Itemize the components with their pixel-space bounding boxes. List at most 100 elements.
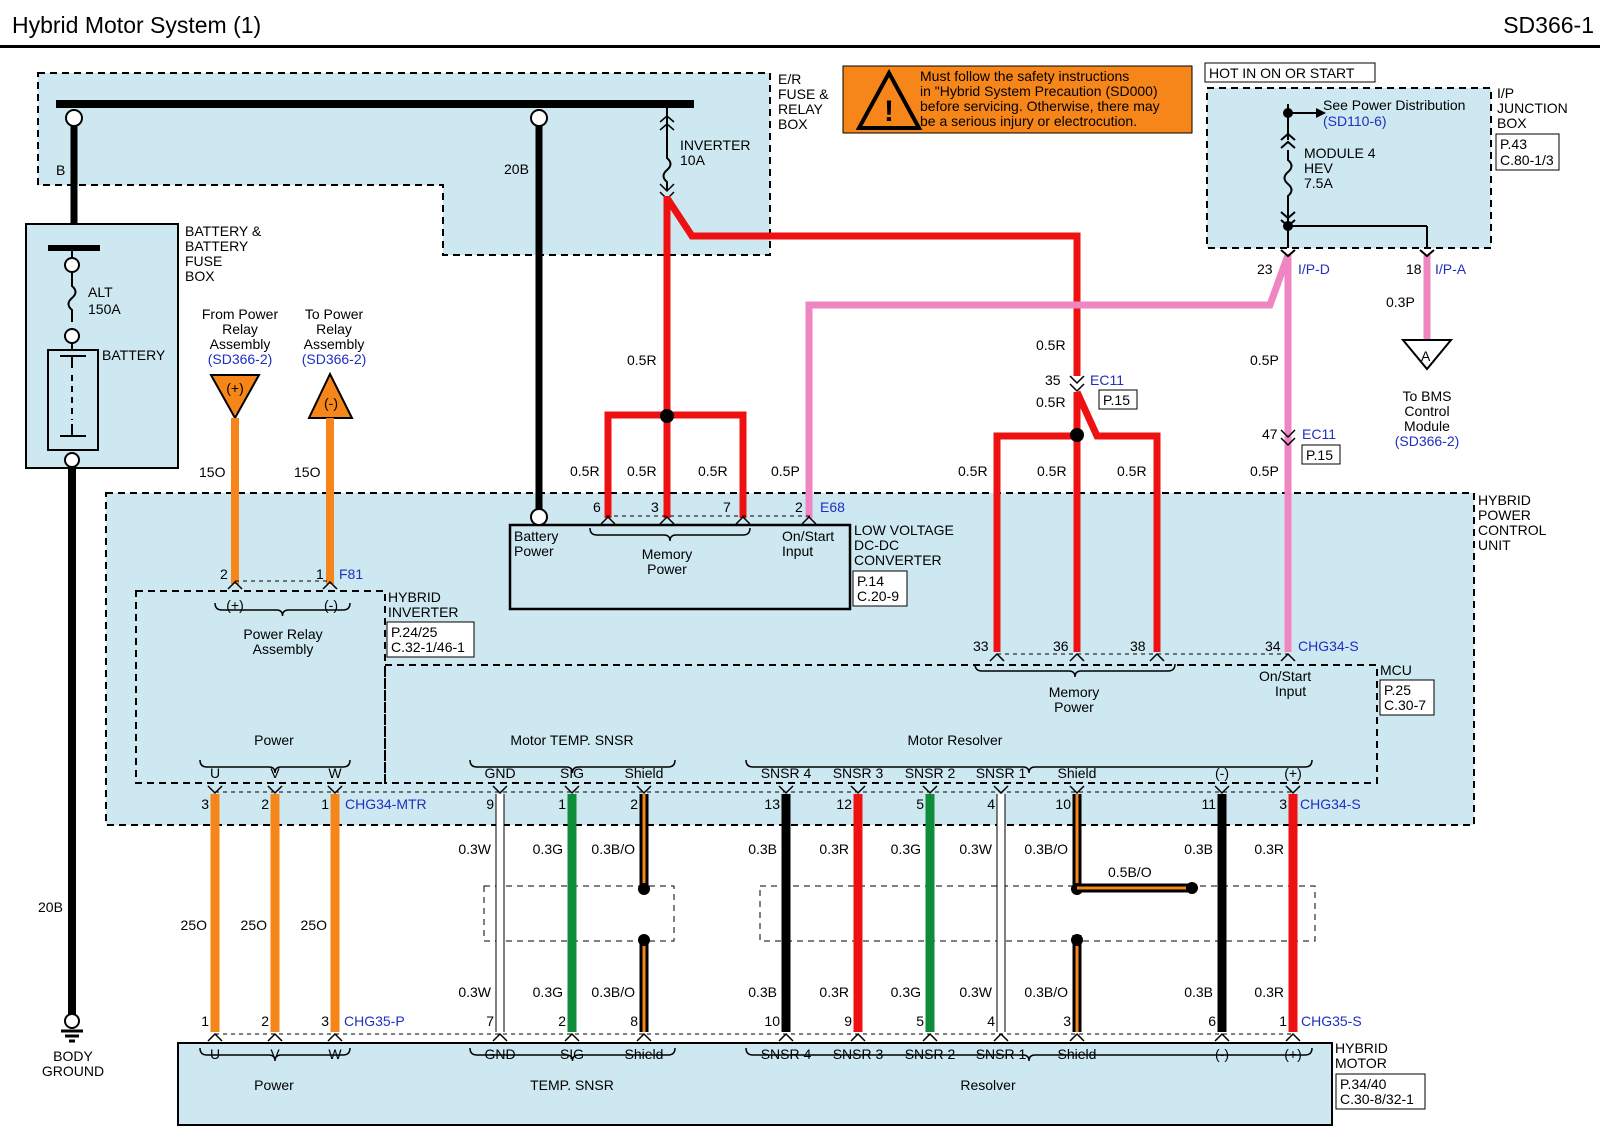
relay-plus: (+) xyxy=(226,380,244,396)
wire-label-lower: 0.3B xyxy=(1184,984,1213,1000)
wire-05r-mcu-c: 0.5R xyxy=(1117,463,1147,479)
alt-fuse xyxy=(67,272,77,322)
pin-lower: 5 xyxy=(916,1013,924,1029)
shield-box-right xyxy=(759,885,1316,942)
battery-fuse-box xyxy=(25,223,179,469)
bms-ref[interactable]: (SD366-2) xyxy=(1395,433,1460,449)
warning-l2: in "Hybrid System Precaution (SD000) xyxy=(920,83,1158,99)
wire-05r-main: 0.5R xyxy=(627,352,657,368)
wire-05r-ec11-mid: 0.5R xyxy=(1036,394,1066,410)
wire-label-lower: 0.3G xyxy=(891,984,921,1000)
inverter-power: Power xyxy=(254,732,294,748)
ldc-label-1: LOW VOLTAGE xyxy=(854,522,954,538)
pin-upper: 4 xyxy=(987,796,995,812)
ldc-pin-6: 6 xyxy=(593,499,601,515)
wire-orange-relay xyxy=(231,418,334,584)
title-bar: Hybrid Motor System (1) SD366-1 xyxy=(0,0,1600,48)
ldc-label-3: CONVERTER xyxy=(854,552,942,568)
mcu-pin-33: 33 xyxy=(973,638,989,654)
ground-icon xyxy=(61,1013,83,1043)
mcu-page: P.25 xyxy=(1384,682,1411,698)
wire-pink-on-start xyxy=(805,253,1431,652)
wire-label-lower: 0.3B/O xyxy=(1024,984,1068,1000)
pin-name-mcu: (-) xyxy=(1215,765,1229,781)
pin-lower: 4 xyxy=(987,1013,995,1029)
ldc-pin-2: 2 xyxy=(795,499,803,515)
battery-label: BATTERY xyxy=(102,347,166,363)
wire-label-upper: 0.3B xyxy=(1184,841,1213,857)
pin-upper: 9 xyxy=(486,796,494,812)
pin-name-motor: U xyxy=(210,1046,220,1062)
to-relay-ref[interactable]: (SD366-2) xyxy=(302,351,367,367)
ldc-page: P.14 xyxy=(857,573,884,589)
ip-label-1: I/P xyxy=(1497,85,1514,101)
relay-minus: (-) xyxy=(324,395,338,411)
mcu-conn: C.30-7 xyxy=(1384,697,1426,713)
safety-warning: ! Must follow the safety instructions in… xyxy=(842,65,1193,134)
ec11-label-2: EC11 xyxy=(1302,426,1336,442)
f81-label: F81 xyxy=(339,566,363,582)
low-voltage-dcdc-box xyxy=(508,523,852,611)
from-relay-2: Relay xyxy=(222,321,258,337)
pin-23: 23 xyxy=(1257,261,1273,277)
pin-name-mcu: V xyxy=(270,765,280,781)
pin-name-mcu: SNSR 3 xyxy=(833,765,884,781)
pin-upper: 5 xyxy=(916,796,924,812)
power-relay-1: Power Relay xyxy=(243,626,322,642)
battery-box-label-2: BATTERY xyxy=(185,238,249,254)
pin-name-motor: (+) xyxy=(1284,1046,1302,1062)
bms-tri-label: A xyxy=(1421,348,1431,364)
ground-label-1: BODY xyxy=(53,1048,93,1064)
to-relay-3: Assembly xyxy=(304,336,365,352)
ec11-pin-35: 35 xyxy=(1045,372,1061,388)
bms-label-1: To BMS xyxy=(1402,388,1451,404)
ldc-pin-3: 3 xyxy=(651,499,659,515)
inverter-fuse-label: INVERTER xyxy=(680,137,751,153)
pin-lower: 1 xyxy=(201,1013,209,1029)
ldc-battery-2: Power xyxy=(514,543,554,559)
diagram-code: SD366-1 xyxy=(1503,12,1594,38)
see-power-ref[interactable]: (SD110-6) xyxy=(1323,113,1387,129)
motor-page: P.34/40 xyxy=(1340,1076,1387,1092)
ec11-label-1: EC11 xyxy=(1090,372,1124,388)
wire-label-lower: 0.3B/O xyxy=(591,984,635,1000)
from-relay-1: From Power xyxy=(202,306,279,322)
ground-label-2: GROUND xyxy=(42,1063,104,1079)
motor-label-1: HYBRID xyxy=(1335,1040,1388,1056)
pin-lower: 2 xyxy=(261,1013,269,1029)
wire-label: 25O xyxy=(241,917,268,933)
motor-resolver-label: Motor Resolver xyxy=(908,732,1003,748)
inverter-plus: (+) xyxy=(226,597,244,613)
module4-label-2: HEV xyxy=(1304,160,1333,176)
mcu-onstart-2: Input xyxy=(1275,683,1306,699)
wire-05p-ldc: 0.5P xyxy=(771,463,800,479)
pin-lower: 2 xyxy=(558,1013,566,1029)
pin-name-mcu: SNSR 4 xyxy=(761,765,812,781)
pin-upper: 10 xyxy=(1055,796,1071,812)
mcu-pin-34: 34 xyxy=(1265,638,1281,654)
pin-name-mcu: W xyxy=(328,765,342,781)
pin-lower: 9 xyxy=(844,1013,852,1029)
chg35-s-label: CHG35-S xyxy=(1301,1013,1362,1029)
module4-label-1: MODULE 4 xyxy=(1304,145,1376,161)
wire-label-upper: 0.3B/O xyxy=(591,841,635,857)
battery-box-label-3: FUSE xyxy=(185,253,222,269)
ec11-page-2: P.15 xyxy=(1306,447,1333,463)
see-power-label: See Power Distribution xyxy=(1323,97,1465,113)
ldc-conn: C.20-9 xyxy=(857,588,899,604)
wire-label-upper: 0.3B xyxy=(748,841,777,857)
pin-lower: 10 xyxy=(764,1013,780,1029)
from-relay-ref[interactable]: (SD366-2) xyxy=(208,351,273,367)
ip-fuse-module4 xyxy=(1280,104,1435,258)
wire-05p-b: 0.5P xyxy=(1250,463,1279,479)
pin-lower: 7 xyxy=(486,1013,494,1029)
inverter-label-2: INVERTER xyxy=(388,604,459,620)
wire-6 xyxy=(638,794,650,1032)
pin-18: 18 xyxy=(1406,261,1422,277)
hpcu-label-2: POWER xyxy=(1478,507,1531,523)
chg34-s-label: CHG34-S xyxy=(1300,796,1361,812)
wire-05r-mcu-b: 0.5R xyxy=(1037,463,1067,479)
pin-name-motor: SNSR 4 xyxy=(761,1046,812,1062)
hpcu-label-4: UNIT xyxy=(1478,537,1511,553)
pin-upper: 11 xyxy=(1201,796,1216,812)
